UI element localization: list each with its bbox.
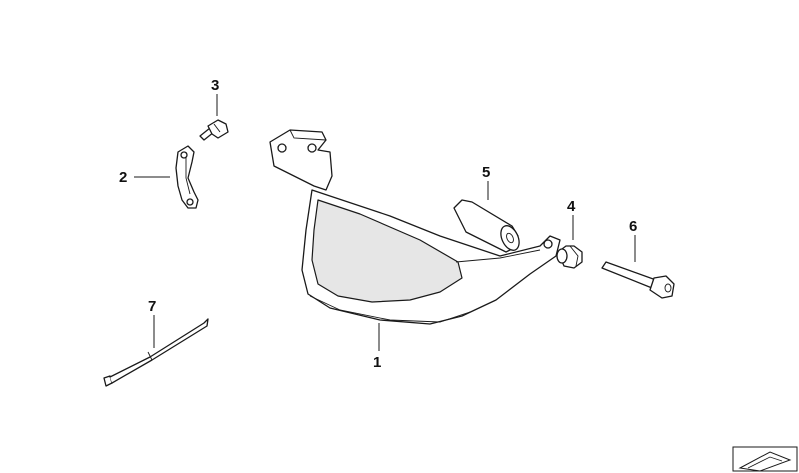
callout-4: 4 — [567, 198, 576, 215]
bushing-part-4 — [556, 245, 583, 269]
corner-symbol-icon — [732, 446, 798, 472]
clamp-part-2 — [175, 145, 199, 209]
bolt-part-3 — [199, 119, 229, 141]
callout-1: 1 — [373, 354, 381, 371]
callout-2: 2 — [119, 169, 127, 186]
cable-tie-part-7 — [103, 318, 209, 387]
callout-7: 7 — [148, 298, 156, 315]
weight-part-5 — [453, 199, 520, 253]
callout-6: 6 — [629, 218, 637, 235]
hand-guard-part-1 — [269, 129, 561, 325]
callout-3: 3 — [211, 77, 219, 94]
callout-5: 5 — [482, 164, 490, 181]
long-bolt-part-6 — [601, 261, 675, 299]
